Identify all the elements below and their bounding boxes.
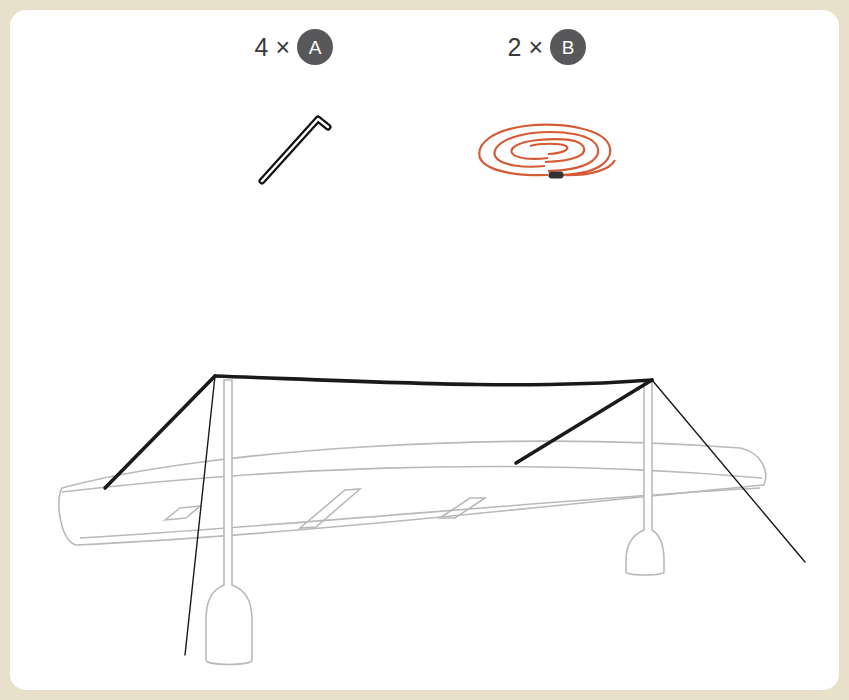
tent-peg-icon xyxy=(262,119,328,181)
part-letter: B xyxy=(562,38,575,57)
canoe xyxy=(59,441,766,545)
quantity-label: 4 × xyxy=(255,35,290,60)
quantity-label: 2 × xyxy=(508,35,543,60)
part-letter-badge: A xyxy=(297,29,333,65)
rope-coil-icon xyxy=(479,125,615,178)
part-letter: A xyxy=(309,38,322,57)
part-letter-badge: B xyxy=(550,29,586,65)
paddles xyxy=(206,380,664,665)
panel-ground xyxy=(10,10,839,690)
tarp-ridge-lines xyxy=(105,376,805,655)
